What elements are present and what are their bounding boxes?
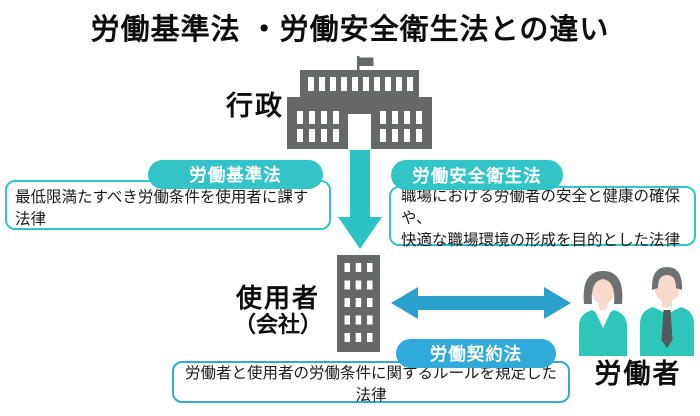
- government-building-icon: [287, 56, 432, 149]
- law-tab-anzen: 労働安全衛生法: [391, 160, 563, 190]
- administration-label: 行政: [226, 91, 284, 121]
- workers-label: 労働者: [594, 359, 682, 389]
- page-title: 労働基準法 ・労働安全衛生法との違い: [90, 14, 610, 46]
- law-card-anzen: 職場における労働者の安全と健康の確保や、 快適な職場環境の形成を目的とした法律: [389, 186, 696, 249]
- employer-label-main: 使用者: [235, 283, 320, 313]
- employer-label: 使用者 （会社）: [222, 284, 334, 337]
- down-arrow-icon: [338, 150, 382, 249]
- law-description-kijun: 最低限満たすべき労働条件を使用者に課す法律: [15, 189, 309, 228]
- law-card-kijun: 最低限満たすべき労働条件を使用者に課す法律: [5, 180, 331, 230]
- law-card-keiyaku: 労働者と使用者の労働条件に関するルールを規定した法律: [172, 361, 570, 404]
- worker-man: [640, 267, 694, 356]
- law-description-keiyaku: 労働者と使用者の労働条件に関するルールを規定した法律: [184, 365, 557, 404]
- law-tab-kijun: 労働基準法: [148, 160, 323, 189]
- worker-woman: [579, 271, 627, 356]
- double-arrow-icon: [391, 287, 571, 319]
- law-tab-keiyaku: 労働契約法: [396, 339, 556, 368]
- workers-icon: [578, 264, 700, 356]
- law-description-anzen-line1: 職場における労働者の安全と健康の確保や、: [401, 188, 681, 227]
- office-building-icon: [337, 255, 380, 352]
- employer-label-sub: （会社）: [233, 311, 322, 337]
- law-description-anzen-line2: 快適な職場環境の形成を目的とした法律: [401, 232, 681, 249]
